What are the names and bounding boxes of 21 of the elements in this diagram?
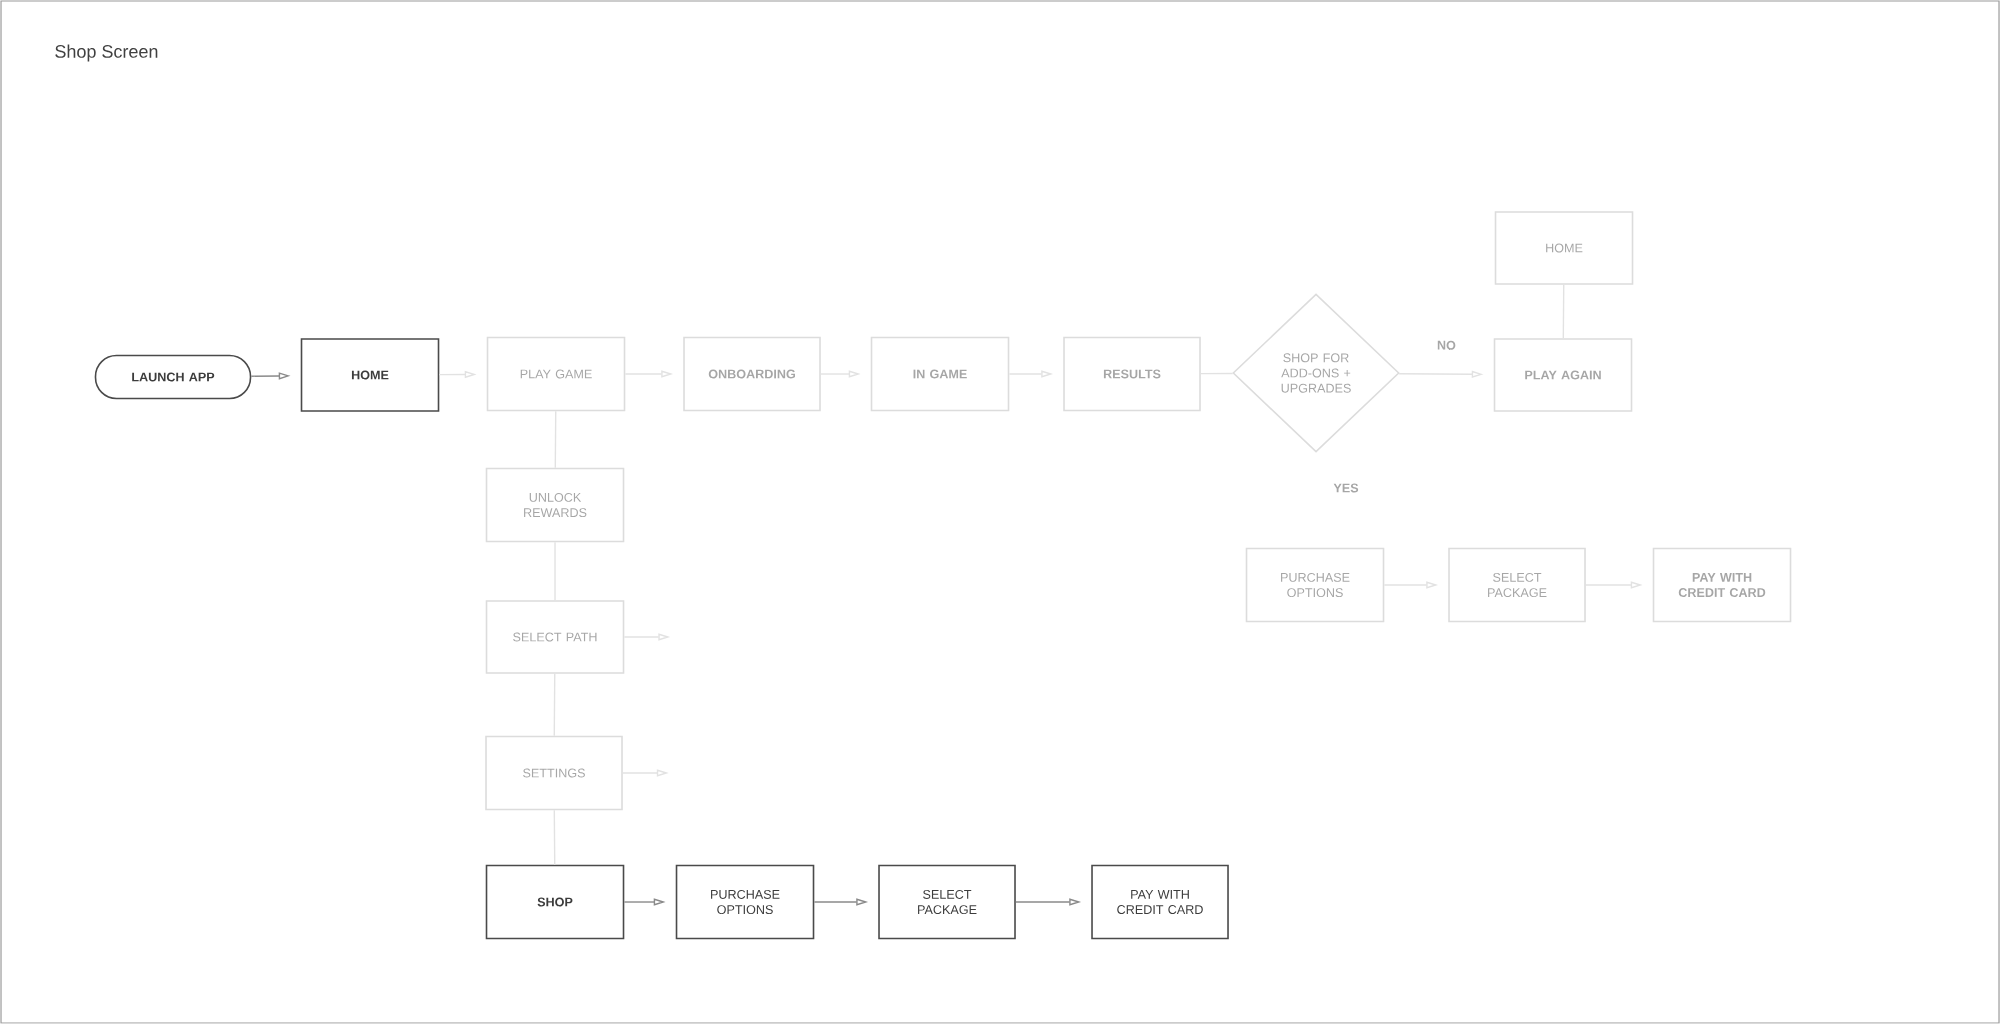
process-box: PAY WITH CREDIT CARD <box>1091 864 1229 940</box>
process-box: HOME <box>1494 211 1634 285</box>
terminal-pill: LAUNCH APP <box>94 354 252 400</box>
edge-label: NO <box>1437 340 1456 350</box>
process-box: RESULTS <box>1063 336 1201 412</box>
title: Shop Screen <box>55 44 158 62</box>
process-box: SELECT PATH <box>485 600 625 674</box>
process-box: SETTINGS <box>485 735 623 811</box>
process-box: UNLOCK REWARDS <box>485 467 625 543</box>
branch-label: YES <box>1333 483 1359 493</box>
process-box: IN GAME <box>870 336 1010 412</box>
process-box: SHOP <box>485 864 625 940</box>
process-box: ONBOARDING <box>683 336 821 412</box>
process-box: PURCHASE OPTIONS <box>1245 547 1385 623</box>
process-box: PAY WITH CREDIT CARD <box>1652 547 1792 623</box>
process-box: PLAY AGAIN <box>1493 338 1633 412</box>
process-box: PURCHASE OPTIONS <box>675 864 815 940</box>
process-box: PLAY GAME <box>486 336 626 412</box>
process-box: SELECT PACKAGE <box>1448 547 1586 623</box>
process-box: SELECT PACKAGE <box>878 864 1016 940</box>
process-box: HOME <box>300 338 440 412</box>
